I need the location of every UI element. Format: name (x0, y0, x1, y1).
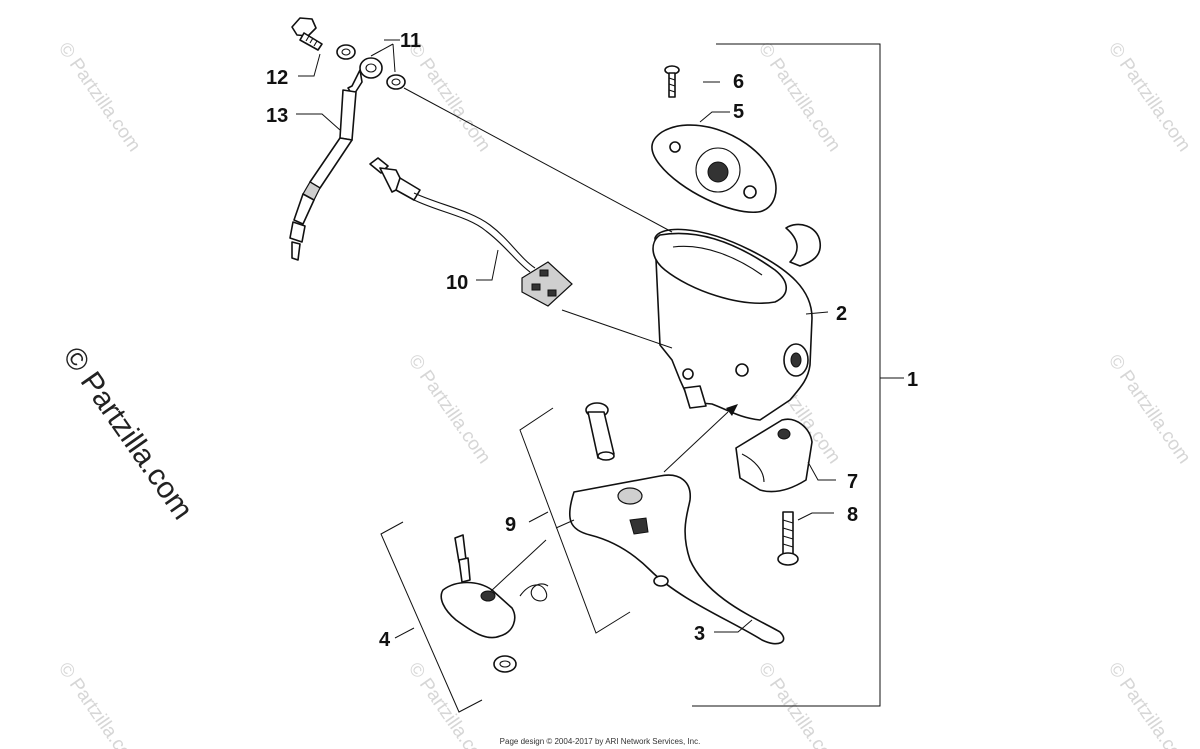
watermark-text-large: © Partzilla.com (56, 341, 199, 526)
callout-6: 6 (733, 71, 744, 93)
pivot-pin-part-9 (585, 402, 615, 461)
screw-part-6 (664, 65, 680, 98)
watermark-text: © Partzilla.com (404, 351, 495, 468)
direction-arrow (726, 404, 738, 416)
watermark-text: © Partzilla.com (1104, 659, 1195, 749)
brake-lever-part-3 (569, 474, 785, 645)
callout-11: 11 (400, 30, 421, 52)
watermark-text: © Partzilla.com (1104, 39, 1195, 156)
watermark-layer: © Partzilla.com © Partzilla.com © Partzi… (54, 39, 1195, 749)
watermark-text: © Partzilla.com (754, 659, 845, 749)
brake-line-part-13 (289, 57, 383, 261)
clamp-bolt-part-8 (777, 511, 799, 566)
handlebar-clamp-part-7 (735, 418, 813, 493)
callout-4: 4 (379, 629, 391, 651)
watermark-text: © Partzilla.com (1104, 351, 1195, 468)
callout-10: 10 (446, 272, 468, 294)
adjuster-part-4 (440, 534, 549, 673)
callout-2: 2 (836, 303, 847, 325)
leader-lines (296, 39, 836, 633)
callout-7: 7 (847, 471, 858, 493)
master-cylinder-part-2 (652, 223, 822, 421)
reservoir-cover-part-5 (651, 124, 777, 213)
watermark-text: © Partzilla.com (754, 39, 845, 156)
assembly-bracket-9 (519, 407, 631, 634)
assembly-bracket-4 (380, 521, 483, 713)
brake-switch-part-10 (369, 157, 573, 307)
callout-labels: 1 2 3 4 5 6 7 8 9 10 11 12 13 (266, 30, 918, 651)
watermark-text: © Partzilla.com (54, 659, 145, 749)
callout-8: 8 (847, 504, 858, 526)
callout-12: 12 (266, 67, 288, 89)
watermark-text: © Partzilla.com (404, 659, 495, 749)
callout-1: 1 (907, 369, 918, 391)
callout-13: 13 (266, 105, 288, 127)
page-footer: Page design © 2004-2017 by ARI Network S… (499, 737, 701, 746)
assembly-bracket-1 (692, 43, 904, 707)
watermark-text: © Partzilla.com (404, 39, 495, 156)
callout-9: 9 (505, 514, 516, 536)
callout-3: 3 (694, 623, 705, 645)
callout-5: 5 (733, 101, 744, 123)
banjo-bolt-part-12 (291, 17, 323, 51)
crush-washer-part-11 (336, 44, 406, 90)
watermark-text: © Partzilla.com (54, 39, 145, 156)
